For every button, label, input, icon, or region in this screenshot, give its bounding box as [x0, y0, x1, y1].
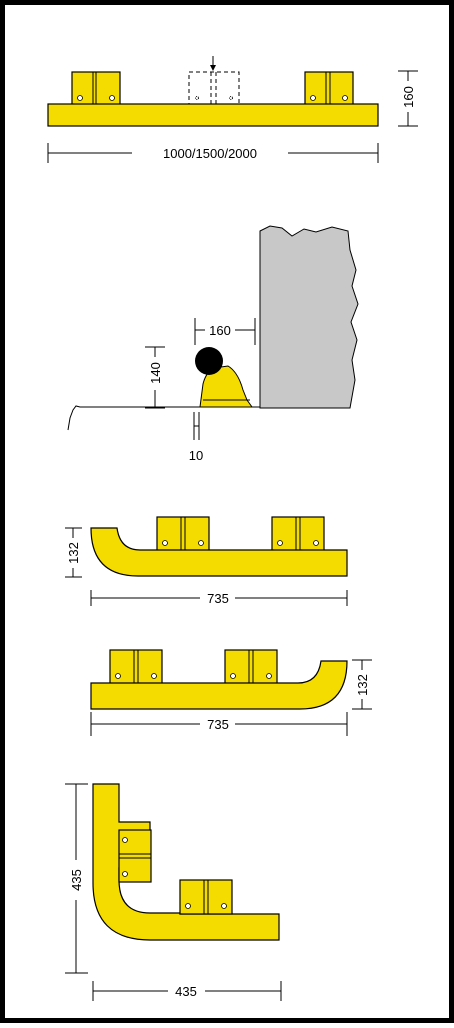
- curved-end-rail: [90, 660, 348, 710]
- mounting-bracket: [156, 516, 210, 552]
- mounting-bracket-right: [304, 71, 354, 107]
- corner-rail-diagram: 435 435: [65, 783, 282, 1001]
- floor-line: [67, 405, 260, 431]
- straight-rail-length-label: 1000/1500/2000: [163, 146, 257, 161]
- right-end-rail-length-label: 735: [207, 717, 229, 732]
- corner-rail-height-label: 435: [69, 869, 84, 891]
- side-profile-diagram: 160 140 10: [67, 225, 359, 463]
- right-end-rail-diagram: 735 132: [90, 649, 372, 736]
- profile-gap-label: 10: [189, 448, 203, 463]
- bracket-profile: [199, 365, 253, 408]
- left-end-rail-height-label: 132: [66, 542, 81, 564]
- straight-rail-height-label: 160: [401, 86, 416, 108]
- straight-rail-diagram: 1000/1500/2000 160: [47, 56, 418, 163]
- mounting-bracket-horizontal: [179, 879, 233, 915]
- mounting-bracket-left: [71, 71, 121, 107]
- profile-offset-label: 160: [209, 323, 231, 338]
- right-end-rail-height-label: 132: [355, 674, 370, 696]
- corner-rail-width-label: 435: [175, 984, 197, 999]
- left-end-rail-length-label: 735: [207, 591, 229, 606]
- mounting-bracket: [109, 649, 163, 685]
- mounting-bracket-vertical: [118, 829, 152, 883]
- bumper-pipe: [195, 347, 223, 375]
- mounting-bracket-ghost: [188, 56, 240, 107]
- left-end-rail-diagram: 735 132: [65, 516, 348, 606]
- mounting-bracket: [271, 516, 325, 552]
- curved-end-rail: [90, 527, 348, 577]
- wall: [259, 225, 359, 409]
- straight-rail: [47, 103, 379, 127]
- profile-height-label: 140: [148, 362, 163, 384]
- mounting-bracket: [224, 649, 278, 685]
